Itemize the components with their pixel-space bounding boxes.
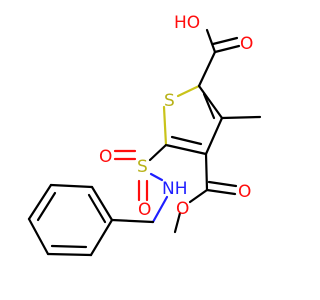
bond-ester-o-double-2 [207, 180, 238, 188]
phenyl-bond-6 [89, 218, 114, 257]
phenyl-bond-4 [27, 217, 50, 256]
ring-bond-c4-c5 [164, 143, 208, 156]
amide-nh-label: NH [162, 179, 188, 199]
bond-nh-ch2 [151, 195, 169, 224]
phenyl-bond-2 [49, 183, 94, 189]
ring-sulfur-label: S [164, 91, 175, 111]
ring-bond-c2-c3 [197, 84, 224, 120]
ring-bond-c5-s [162, 105, 168, 147]
bond-ester-o-single [188, 188, 209, 204]
chemical-structure: HO O S S O O NH O O [27, 13, 262, 257]
bond-c2-carboxyl [197, 50, 217, 88]
ring-bond-c3-c4 [204, 116, 224, 156]
ester-oxygen-double-label: O [238, 182, 251, 202]
phenyl-bond-5 [46, 252, 93, 257]
phenyl-bond-1 [90, 185, 114, 222]
ring-double-bond-c2-c3 [202, 92, 216, 120]
carboxyl-oh-label: HO [174, 13, 200, 33]
bond-ch2-phenyl [110, 218, 155, 224]
ring-double-bond-c4-c5 [170, 135, 203, 146]
bond-carboxyl-o-double-2 [211, 36, 239, 46]
bond-ester-methyl [173, 211, 182, 234]
phenyl-double-bond-1 [87, 193, 107, 224]
sulfonyl-sulfur-label: S [137, 157, 148, 177]
bond-carboxyl-oh [205, 28, 217, 54]
bond-c4-ester [204, 152, 209, 192]
phenyl-bond-3 [27, 183, 53, 221]
ring-bond-s-c2 [176, 84, 201, 98]
bond-c5-sulfonyl [148, 143, 168, 162]
carboxyl-o-label: O [240, 34, 253, 54]
bond-carboxyl-o-double-1 [213, 44, 241, 54]
bond-ester-o-double-1 [205, 188, 237, 196]
phenyl-double-bond-5 [50, 244, 88, 249]
bond-sulfonyl-nh [149, 172, 164, 182]
bond-c3-methyl [220, 115, 262, 120]
sulfonyl-oxygen-left-label: O [99, 147, 112, 167]
sulfonyl-oxygen-bottom-label: O [138, 200, 151, 220]
ester-oxygen-single-label: O [176, 199, 189, 219]
phenyl-double-bond-3 [36, 191, 57, 222]
